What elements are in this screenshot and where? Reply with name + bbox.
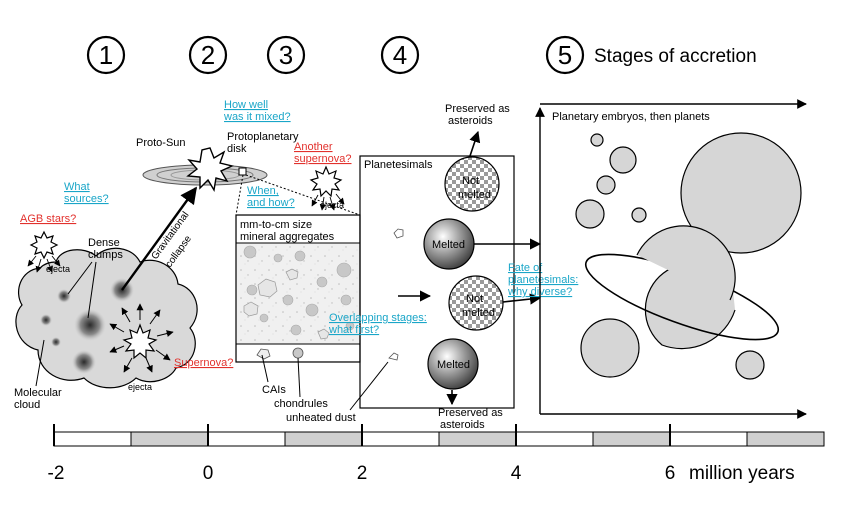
overlapping-question-line1: Overlapping stages: <box>329 312 427 324</box>
disk-zoom-box <box>238 167 247 176</box>
cais-label: CAIs <box>262 384 286 396</box>
svg-text:3: 3 <box>279 40 293 70</box>
svg-text:Not: Not <box>466 293 483 305</box>
tick-label-minus2: -2 <box>48 463 65 484</box>
dense-clumps-label-line2: clumps <box>88 249 123 261</box>
stage-2-marker: 2 <box>188 35 228 75</box>
planetesimals-label: Planetesimals <box>364 159 433 171</box>
dense-clump <box>57 289 71 303</box>
proto-sun-region: Gravitational collapse Proto-Sun How wel… <box>121 99 299 291</box>
planetesimals-box <box>359 155 515 409</box>
molecular-cloud-label-line1: Molecular <box>14 387 62 399</box>
preserved-bottom-label-line2: asteroids <box>440 419 485 431</box>
stage-5-marker: 5 <box>545 35 585 75</box>
svg-text:1: 1 <box>99 40 113 70</box>
timeline-unit-label: million years <box>689 463 795 484</box>
preserved-top-label-line2: asteroids <box>448 115 493 127</box>
overlapping-question-line2: what first? <box>328 324 379 336</box>
ejecta-another-label: ejecta <box>320 200 344 210</box>
molecular-cloud <box>15 247 198 389</box>
molecular-cloud-label-line2: cloud <box>14 399 40 411</box>
melted-planetesimal-bottom: Melted <box>427 338 479 390</box>
protoplanetary-label-line1: Protoplanetary <box>227 131 299 143</box>
tick-label-2: 2 <box>357 463 368 484</box>
tick-label-4: 4 <box>511 463 522 484</box>
agb-stars-question: AGB stars? <box>20 213 76 225</box>
what-sources-question-line1: What <box>64 181 90 193</box>
svg-text:Melted: Melted <box>437 359 470 371</box>
chondrule-particles <box>243 245 355 336</box>
top-band-particles <box>393 228 404 239</box>
ejecta-arrows-another-supernova <box>311 193 345 211</box>
timeline: -2 0 2 4 6 million years <box>48 424 825 484</box>
unheated-dust-label: unheated dust <box>286 412 356 424</box>
fate-question-line2: planetesimals: <box>508 274 578 286</box>
how-well-question-line2: was it mixed? <box>223 111 291 123</box>
melted-planetesimal-top: Melted <box>423 218 475 270</box>
dense-clump <box>74 309 106 341</box>
tick-label-0: 0 <box>203 463 214 484</box>
stage-numbers: 1 2 3 4 5 Stages of accretion <box>86 35 757 75</box>
svg-text:5: 5 <box>558 40 572 70</box>
planet-bodies <box>575 132 802 380</box>
chondrules-label: chondrules <box>274 398 328 410</box>
supernova-question: Supernova? <box>174 357 233 369</box>
mm-cm-label-line1: mm-to-cm size <box>240 219 312 231</box>
another-supernova-icon <box>309 165 343 198</box>
fate-question-line1: Fate of <box>508 262 543 274</box>
preserved-top-label-line1: Preserved as <box>445 103 510 115</box>
molecular-cloud-region: ejecta ejecta AGB stars? What sources? D… <box>14 181 233 411</box>
another-supernova-question-line2: supernova? <box>294 153 352 165</box>
supernova-burst-icon <box>122 323 158 360</box>
ejecta-arrows-supernova <box>109 303 174 373</box>
embryos-label: Planetary embryos, then planets <box>552 111 710 123</box>
protoplanetary-label-line2: disk <box>227 143 247 155</box>
when-how-question-line1: When, <box>247 185 279 197</box>
how-well-question-line1: How well <box>224 99 268 111</box>
mm-cm-label-line2: mineral aggregates <box>240 231 335 243</box>
bottom-band-particles <box>256 347 399 361</box>
dense-clump <box>51 337 61 347</box>
svg-text:melted: melted <box>458 189 491 201</box>
svg-text:4: 4 <box>393 40 407 70</box>
when-how-question-line2: and how? <box>247 197 295 209</box>
svg-text:Melted: Melted <box>432 239 465 251</box>
ejecta-supernova-label: ejecta <box>128 382 152 392</box>
stage-1-marker: 1 <box>86 35 126 75</box>
not-melted-planetesimal-top: Not melted <box>444 156 500 212</box>
proto-sun-icon <box>186 147 235 192</box>
proto-sun-label: Proto-Sun <box>136 137 186 149</box>
ejecta-agb-label: ejecta <box>46 264 70 274</box>
not-melted-planetesimal-bottom: Not melted <box>448 275 504 331</box>
ringed-planet <box>584 225 780 350</box>
cai-particles <box>243 268 330 340</box>
stage-4-marker: 4 <box>380 35 420 75</box>
svg-text:Not: Not <box>462 175 479 187</box>
svg-text:melted: melted <box>462 307 495 319</box>
planetary-embryos-region: Planetary embryos, then planets <box>535 99 807 419</box>
dense-clump <box>40 314 52 326</box>
mineral-aggregates-region: ejecta Another supernova? When, and how?… <box>235 141 432 424</box>
preserved-bottom-label-line1: Preserved as <box>438 407 503 419</box>
ejecta-arrows-agb <box>27 255 61 273</box>
svg-text:2: 2 <box>201 40 215 70</box>
collapse-arrow <box>121 186 197 291</box>
dense-clump <box>72 350 96 374</box>
agb-star-icon <box>29 230 59 260</box>
tick-label-6: 6 <box>665 463 676 484</box>
diagram-title: Stages of accretion <box>594 46 757 67</box>
stage-3-marker: 3 <box>266 35 306 75</box>
planetesimals-region: Planetesimals Preserved as asteroids Not… <box>328 103 578 431</box>
another-supernova-question-line1: Another <box>294 141 333 153</box>
what-sources-question-line2: sources? <box>64 193 109 205</box>
dense-clumps-label-line1: Dense <box>88 237 120 249</box>
